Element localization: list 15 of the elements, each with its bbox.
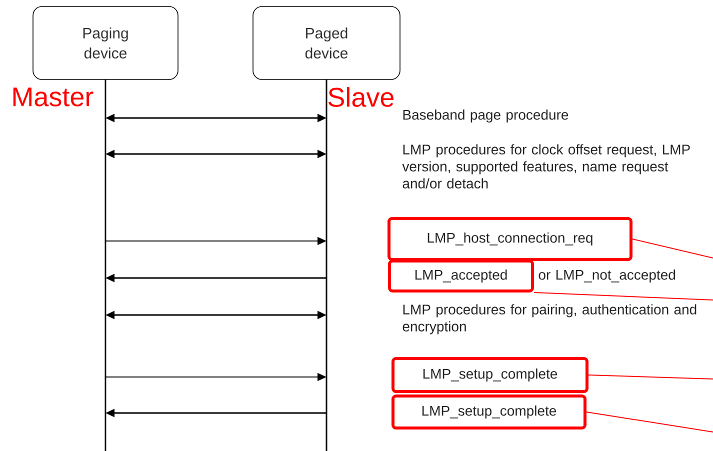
message-label: LMP procedures for clock offset request, LMP version, supported features, name request and/or detach [402,144,690,188]
participant-box: Paged device [252,6,400,80]
highlight-box: LMP_accepted [388,260,534,292]
role-label: Slave [328,87,394,107]
highlight-box: LMP_setup_complete [392,394,586,430]
leader-line [588,374,713,380]
leader-line [632,238,713,258]
message-label: LMP procedures for pairing, authentication and encryption [402,304,696,334]
leader-line [586,412,713,432]
role-label: Master [13,88,94,106]
leader-line [534,292,713,300]
participant-box: Paging device [32,6,178,80]
highlight-box: LMP_host_connection_req [388,217,632,261]
highlight-box: LMP_setup_complete [392,357,588,393]
message-label: or LMP_not_accepted [538,269,676,283]
